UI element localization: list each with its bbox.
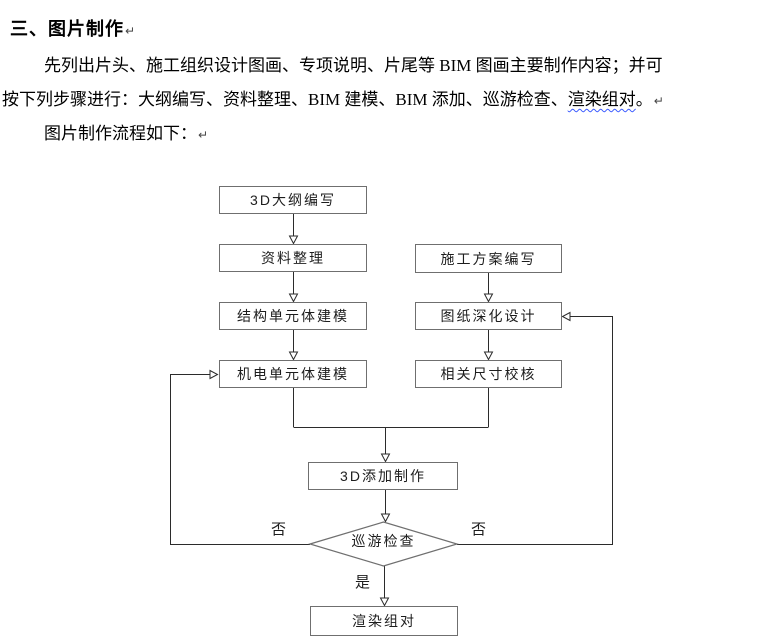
arrowhead-right-icon	[209, 369, 219, 380]
flow-node-label: 巡游检查	[351, 533, 416, 549]
flow-node-label: 资料整理	[261, 250, 325, 266]
body-paragraph-line-3: 图片制作流程如下：↵	[44, 123, 208, 146]
spellcheck-flagged-text: 渲染组对	[567, 90, 636, 109]
flow-node-label: 结构单元体建模	[237, 308, 349, 324]
paragraph-mark: ↵	[198, 128, 209, 142]
flow-node-label: 3D添加制作	[340, 468, 426, 484]
feedback-loop-right	[457, 316, 613, 545]
flow-node-dimension-check: 相关尺寸校核	[415, 360, 562, 388]
flow-node-label: 3D大纲编写	[250, 192, 336, 208]
body-paragraph-line-2: 按下列步骤进行：大纲编写、资料整理、BIM 建模、BIM 添加、巡游检查、渲染组…	[2, 89, 664, 112]
flow-node-tour-check: 巡游检查	[310, 531, 457, 551]
arrowhead-down-icon	[288, 293, 299, 303]
flow-node-label: 相关尺寸校核	[440, 366, 537, 382]
flow-node-label: 渲染组对	[352, 613, 416, 629]
flow-node-drawing-deepening-design: 图纸深化设计	[415, 302, 562, 330]
flow-node-label: 施工方案编写	[440, 250, 537, 267]
arrowhead-left-icon	[561, 311, 571, 322]
flow-node-structure-unit-modeling: 结构单元体建模	[219, 302, 367, 330]
body-paragraph-line-1: 先列出片头、施工组织设计图画、专项说明、片尾等 BIM 图画主要制作内容；并可	[44, 55, 663, 77]
arrowhead-down-icon	[288, 351, 299, 361]
flow-node-label: 机电单元体建模	[237, 366, 349, 382]
feedback-loop-left	[170, 374, 310, 545]
body-text: 图片制作流程如下：	[44, 124, 197, 143]
decision-label-yes: 是	[355, 574, 371, 591]
arrowhead-down-icon	[483, 351, 494, 361]
flow-node-3d-addition: 3D添加制作	[308, 462, 458, 490]
paragraph-mark: ↵	[653, 94, 664, 108]
decision-label-no-right: 否	[471, 521, 487, 538]
body-text: 。	[635, 90, 653, 109]
flow-node-render-pairing: 渲染组对	[310, 606, 458, 636]
arrowhead-down-icon	[288, 235, 299, 245]
flow-node-label: 图纸深化设计	[440, 308, 537, 324]
paragraph-mark: ↵	[125, 24, 137, 38]
section-heading: 三、图片制作↵	[10, 15, 136, 41]
flow-node-construction-plan: 施工方案编写	[415, 244, 562, 273]
body-text: 按下列步骤进行：大纲编写、资料整理、BIM 建模、BIM 添加、巡游检查、	[2, 90, 568, 109]
arrowhead-down-icon	[380, 453, 391, 463]
flow-node-data-sorting: 资料整理	[219, 244, 367, 272]
flow-node-3d-outline: 3D大纲编写	[219, 186, 367, 214]
body-text: 先列出片头、施工组织设计图画、专项说明、片尾等 BIM 图画主要制作内容；并可	[44, 56, 663, 75]
flow-node-mep-unit-modeling: 机电单元体建模	[219, 360, 367, 388]
section-heading-text: 三、图片制作	[10, 19, 124, 39]
arrowhead-down-icon	[483, 293, 494, 303]
arrowhead-down-icon	[379, 597, 390, 607]
arrowhead-down-icon	[380, 513, 391, 523]
decision-label-no-left: 否	[271, 521, 287, 538]
